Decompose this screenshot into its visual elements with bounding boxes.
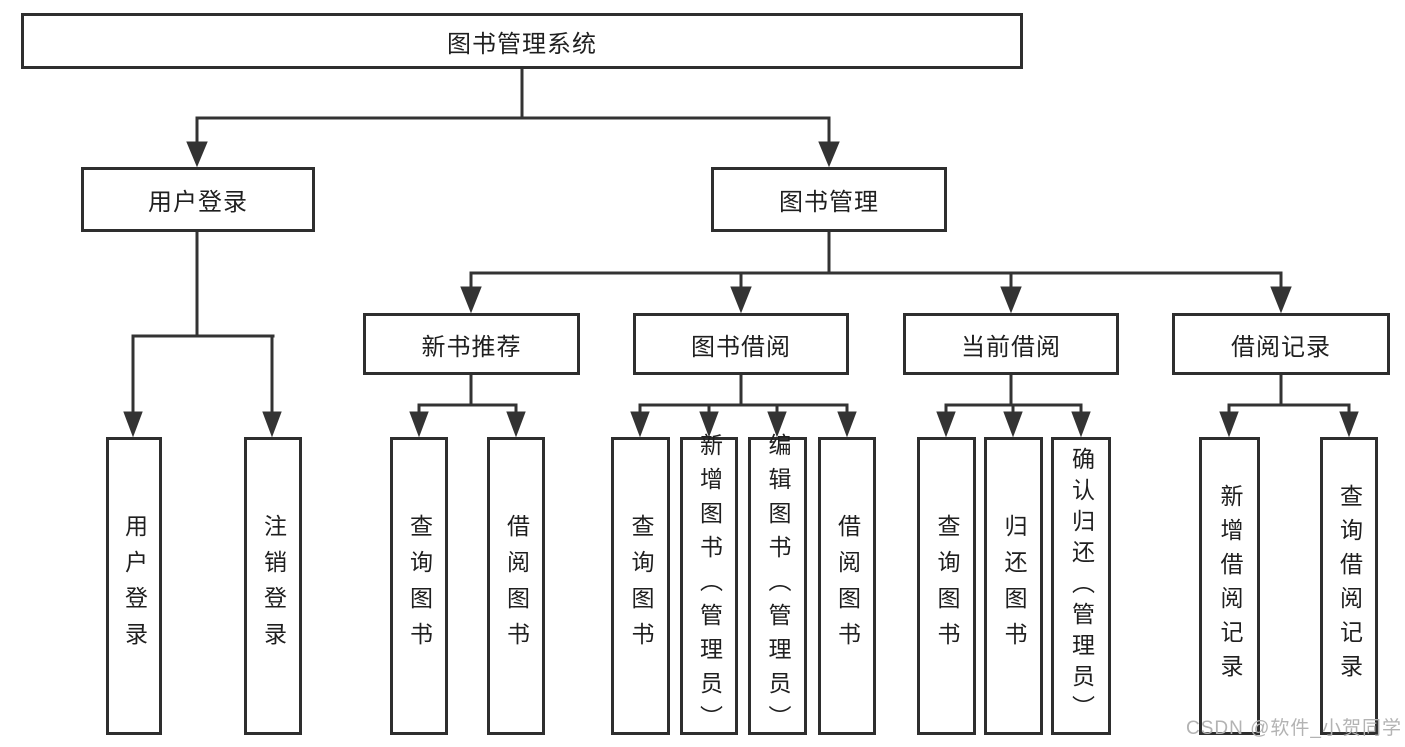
leaf-label: 编辑图书（管理员） <box>765 433 791 739</box>
node-new-book-recommend: 新书推荐 <box>363 313 580 375</box>
leaf-borrow-books: 借阅图书 <box>818 437 876 735</box>
leaf-label: 查询借阅记录 <box>1336 484 1363 688</box>
node-label: 用户登录 <box>148 189 248 216</box>
node-label: 新书推荐 <box>421 333 522 361</box>
leaf-label: 新增借阅记录 <box>1217 484 1243 688</box>
leaf-query-borrow-record: 查询借阅记录 <box>1320 437 1378 735</box>
leaf-edit-books-admin: 编辑图书（管理员） <box>748 433 807 739</box>
leaf-label: 查询图书 <box>934 514 960 658</box>
leaf-label: 用户登录 <box>121 514 148 658</box>
node-library-system: 图书管理系统 <box>21 13 1023 69</box>
leaf-user-login: 用户登录 <box>106 437 162 735</box>
leaf-confirm-return-admin: 确认归还（管理员） <box>1051 437 1111 735</box>
leaf-query-books: 查询图书 <box>917 437 976 735</box>
leaf-label: 确认归还（管理员） <box>1068 446 1095 726</box>
leaf-label: 借阅图书 <box>834 514 861 658</box>
leaf-label: 查询图书 <box>406 514 433 658</box>
leaf-label: 注销登录 <box>260 514 287 658</box>
leaf-label: 借阅图书 <box>503 514 530 658</box>
leaf-add-borrow-record: 新增借阅记录 <box>1199 437 1260 735</box>
node-label: 当前借阅 <box>961 333 1061 361</box>
leaf-add-books-admin: 新增图书（管理员） <box>680 433 738 739</box>
leaf-borrow-books: 借阅图书 <box>487 437 545 735</box>
leaf-return-books: 归还图书 <box>984 437 1043 735</box>
node-user-login: 用户登录 <box>81 167 315 232</box>
arrowheads <box>123 141 1359 438</box>
leaf-label: 归还图书 <box>1001 514 1027 658</box>
leaf-query-books: 查询图书 <box>390 437 448 735</box>
csdn-watermark: CSDN @软件_小贺同学 <box>1186 718 1402 739</box>
node-book-management: 图书管理 <box>711 167 947 232</box>
node-label: 图书管理系统 <box>447 30 597 58</box>
leaf-query-books: 查询图书 <box>611 437 670 735</box>
leaf-label: 查询图书 <box>628 514 654 658</box>
node-label: 图书管理 <box>779 189 879 216</box>
leaf-label: 新增图书（管理员） <box>696 433 723 739</box>
node-current-borrow: 当前借阅 <box>903 313 1119 375</box>
node-label: 图书借阅 <box>691 333 791 361</box>
node-borrow-records: 借阅记录 <box>1172 313 1390 375</box>
node-label: 借阅记录 <box>1231 333 1331 361</box>
node-book-borrow: 图书借阅 <box>633 313 849 375</box>
leaf-logout: 注销登录 <box>244 437 302 735</box>
